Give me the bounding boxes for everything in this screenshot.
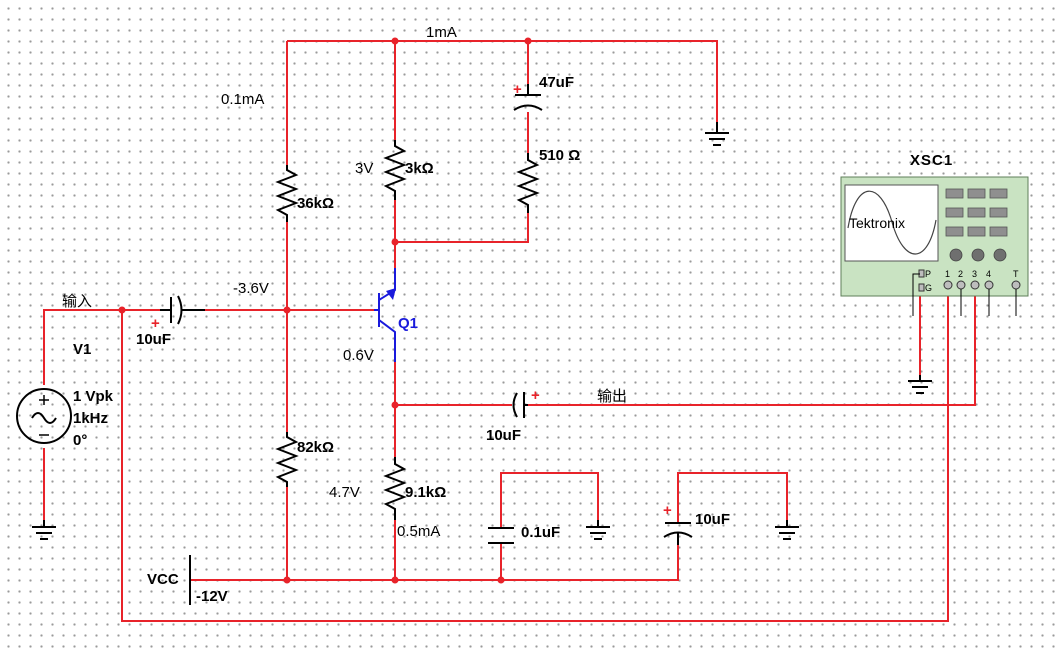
label-source-amplitude: 1 Vpk [73,388,114,405]
label-voltage-emitter-drop: 4.7V [329,484,360,501]
label-scope-brand: Tektronix [849,215,905,231]
scope-terminal-4: 4 [986,269,991,279]
resistor-510[interactable] [516,153,540,213]
label-voltage-collector-drop: 3V [355,160,373,177]
scope-terminal-labels: P G 1 2 3 4 T [925,269,1019,293]
scope-terminal-g: G [925,283,932,293]
label-current-emitter: 0.5mA [397,523,440,540]
resistor-36k[interactable] [275,165,299,222]
label-capacitor-input: 10uF [136,331,171,348]
label-source-phase: 0° [73,432,87,449]
label-resistor-3k: 3kΩ [405,160,434,177]
ac-source-v1[interactable] [16,388,72,444]
junction-dots [118,37,532,584]
label-supply-value: -12V [196,588,228,605]
label-current-bias: 0.1mA [221,91,264,108]
label-resistor-82k: 82kΩ [297,439,334,456]
ground-symbol-top [705,122,729,146]
polarity-plus-output-cap: + [531,387,540,404]
scope-waveform [847,190,937,255]
label-scope-name: XSC1 [910,152,953,169]
scope-terminals [918,269,1021,292]
wires [43,40,976,622]
resistor-82k[interactable] [275,432,299,487]
scope-screen [844,184,939,262]
transistor-q1[interactable] [374,268,396,362]
label-resistor-36k: 36kΩ [297,195,334,212]
capacitor-output[interactable] [512,392,529,418]
scope-panel-buttons [945,188,1008,237]
net-label-output: 输出 [597,388,627,405]
label-capacitor-0u1: 0.1uF [521,524,560,541]
resistor-3k[interactable] [383,140,407,200]
scope-terminal-2: 2 [958,269,963,279]
scope-terminal-p: P [925,269,931,279]
ground-symbol-scope [908,375,932,394]
scope-terminal-t: T [1013,269,1019,279]
ground-symbol-c01 [586,520,610,540]
capacitor-10u-decouple[interactable] [663,522,693,545]
scope-terminal-3: 3 [972,269,977,279]
label-current-top-rail: 1mA [426,24,457,41]
capacitor-47u[interactable] [513,84,543,111]
label-capacitor-47u: 47uF [539,74,574,91]
label-transistor-q1: Q1 [398,315,418,332]
polarity-plus-input-cap: + [151,315,160,332]
net-label-input: 输入 [62,293,92,310]
label-capacitor-10u-decouple: 10uF [695,511,730,528]
oscilloscope-xsc1[interactable] [840,176,1029,316]
scope-knobs [949,248,1007,262]
label-capacitor-output: 10uF [486,427,521,444]
resistor-9k1[interactable] [383,457,407,520]
ground-symbol-source [32,520,56,540]
scope-terminal-1: 1 [945,269,950,279]
label-source-name: V1 [73,341,91,358]
capacitor-input[interactable] [160,295,205,325]
label-voltage-vbe: 0.6V [343,347,374,364]
label-supply-name: VCC [147,571,179,588]
label-source-frequency: 1kHz [73,410,108,427]
label-voltage-base: -3.6V [233,280,269,297]
polarity-plus-47u: + [513,81,522,98]
capacitor-0u1[interactable] [488,527,514,544]
ground-symbol-c10 [775,520,799,540]
label-resistor-9k1: 9.1kΩ [405,484,446,501]
label-resistor-510: 510 Ω [539,147,580,164]
polarity-plus-decouple: + [663,502,672,519]
